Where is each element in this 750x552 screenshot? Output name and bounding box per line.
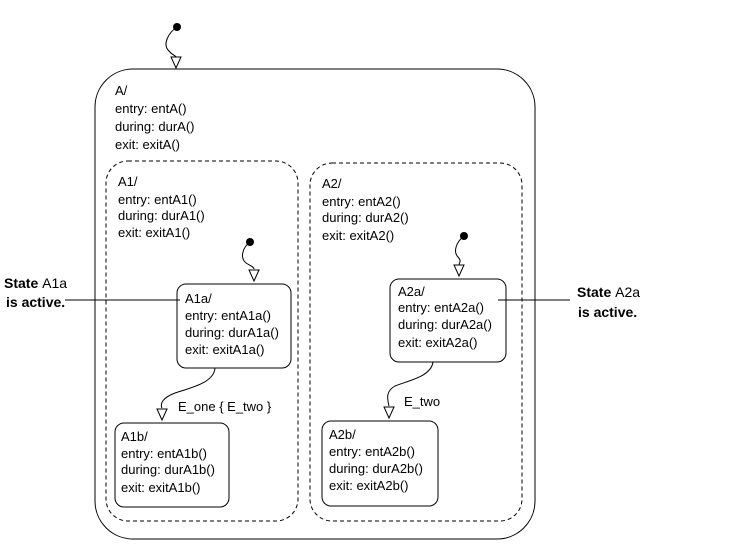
default-transition-A	[165, 23, 182, 70]
callout-left-prefix: State	[4, 275, 42, 291]
state-A1b-border	[114, 422, 230, 508]
state-A-exit: exit: exitA()	[115, 137, 180, 152]
transition-A1a-to-A1b: E_one { E_two }	[156, 367, 272, 422]
state-A-during: during: durA()	[115, 119, 194, 134]
callout-right-prefix: State	[577, 284, 615, 300]
state-A2b-name: A2b/	[329, 427, 356, 442]
state-A2-name: A2/	[322, 176, 342, 191]
callout-left-state: A1a	[42, 275, 67, 291]
state-A1b-exit: exit: exitA1b()	[121, 480, 200, 495]
state-A1a-entry: entry: entA1a()	[185, 308, 271, 323]
state-A-entry: entry: entA()	[115, 101, 187, 116]
state-A1-entry: entry: entA1()	[118, 192, 197, 207]
state-A2-entry: entry: entA2()	[322, 194, 401, 209]
state-A2b-border	[321, 420, 439, 507]
default-transition-A2a	[453, 232, 468, 278]
transition-A2a-to-A2b-arrowhead	[383, 406, 395, 420]
state-A2-border	[309, 162, 523, 522]
callout-left: State A1a is active.	[4, 275, 180, 310]
callout-left-line1: State A1a	[4, 275, 67, 291]
state-A1-name: A1/	[118, 174, 138, 189]
state-A2b-during: during: durA2b()	[329, 461, 423, 476]
transition-A1a-to-A1b-label: E_one { E_two }	[178, 399, 272, 414]
state-A1: A1/ entry: entA1() during: durA1() exit:…	[105, 160, 299, 522]
state-A1b-during: during: durA1b()	[121, 462, 215, 477]
callout-right-line2: is active.	[578, 304, 637, 320]
callout-right-state: A2a	[615, 284, 640, 300]
state-A1a-exit: exit: exitA1a()	[185, 342, 264, 357]
state-A2b-entry: entry: entA2b()	[329, 444, 415, 459]
state-A: A/ entry: entA() during: durA() exit: ex…	[94, 68, 536, 540]
state-A2a-name: A2a/	[398, 284, 425, 299]
state-A2a-exit: exit: exitA2a()	[398, 335, 477, 350]
callout-right-line1: State A2a	[577, 284, 640, 300]
transition-A2a-to-A2b-wire	[387, 361, 434, 407]
state-A-border	[94, 68, 536, 540]
default-transition-A-wire	[165, 26, 178, 58]
state-A1b-entry: entry: entA1b()	[121, 446, 207, 461]
default-transition-A1a-wire	[242, 241, 255, 270]
default-transition-A1a-arrowhead	[248, 269, 260, 283]
transition-A1a-to-A1b-wire	[160, 367, 216, 409]
state-A2a-during: during: durA2a()	[398, 317, 492, 332]
callout-left-line2: is active.	[6, 294, 65, 310]
state-A1a-name: A1a/	[185, 291, 212, 306]
state-A1-exit: exit: exitA1()	[118, 225, 190, 240]
state-A2a-entry: entry: entA2a()	[398, 300, 484, 315]
state-A1-during: during: durA1()	[118, 208, 205, 223]
transition-A1a-to-A1b-arrowhead	[156, 408, 168, 422]
default-transition-A2a-arrowhead	[453, 264, 465, 278]
state-A1a-border	[176, 283, 292, 369]
state-A1a-during: during: durA1a()	[185, 325, 279, 340]
default-transition-A1a	[242, 238, 260, 283]
state-A1b-name: A1b/	[121, 429, 148, 444]
state-A2-during: during: durA2()	[322, 210, 409, 225]
callout-right: State A2a is active.	[498, 284, 640, 320]
state-A2a: A2a/ entry: entA2a() during: durA2a() ex…	[389, 278, 507, 363]
state-A1a: A1a/ entry: entA1a() during: durA1a() ex…	[176, 283, 292, 369]
state-A1-border	[105, 160, 299, 522]
state-A2a-border	[389, 278, 507, 363]
state-A2b-exit: exit: exitA2b()	[329, 478, 408, 493]
default-transition-A2a-wire	[455, 235, 465, 266]
transition-A2a-to-A2b: E_two	[383, 361, 440, 420]
default-transition-A-arrowhead	[170, 56, 182, 70]
state-A-name: A/	[115, 83, 128, 98]
state-A2b: A2b/ entry: entA2b() during: durA2b() ex…	[321, 420, 439, 507]
transition-A2a-to-A2b-label: E_two	[404, 394, 440, 409]
state-A2-exit: exit: exitA2()	[322, 228, 394, 243]
state-A2: A2/ entry: entA2() during: durA2() exit:…	[309, 162, 523, 522]
state-A1b: A1b/ entry: entA1b() during: durA1b() ex…	[114, 422, 230, 508]
